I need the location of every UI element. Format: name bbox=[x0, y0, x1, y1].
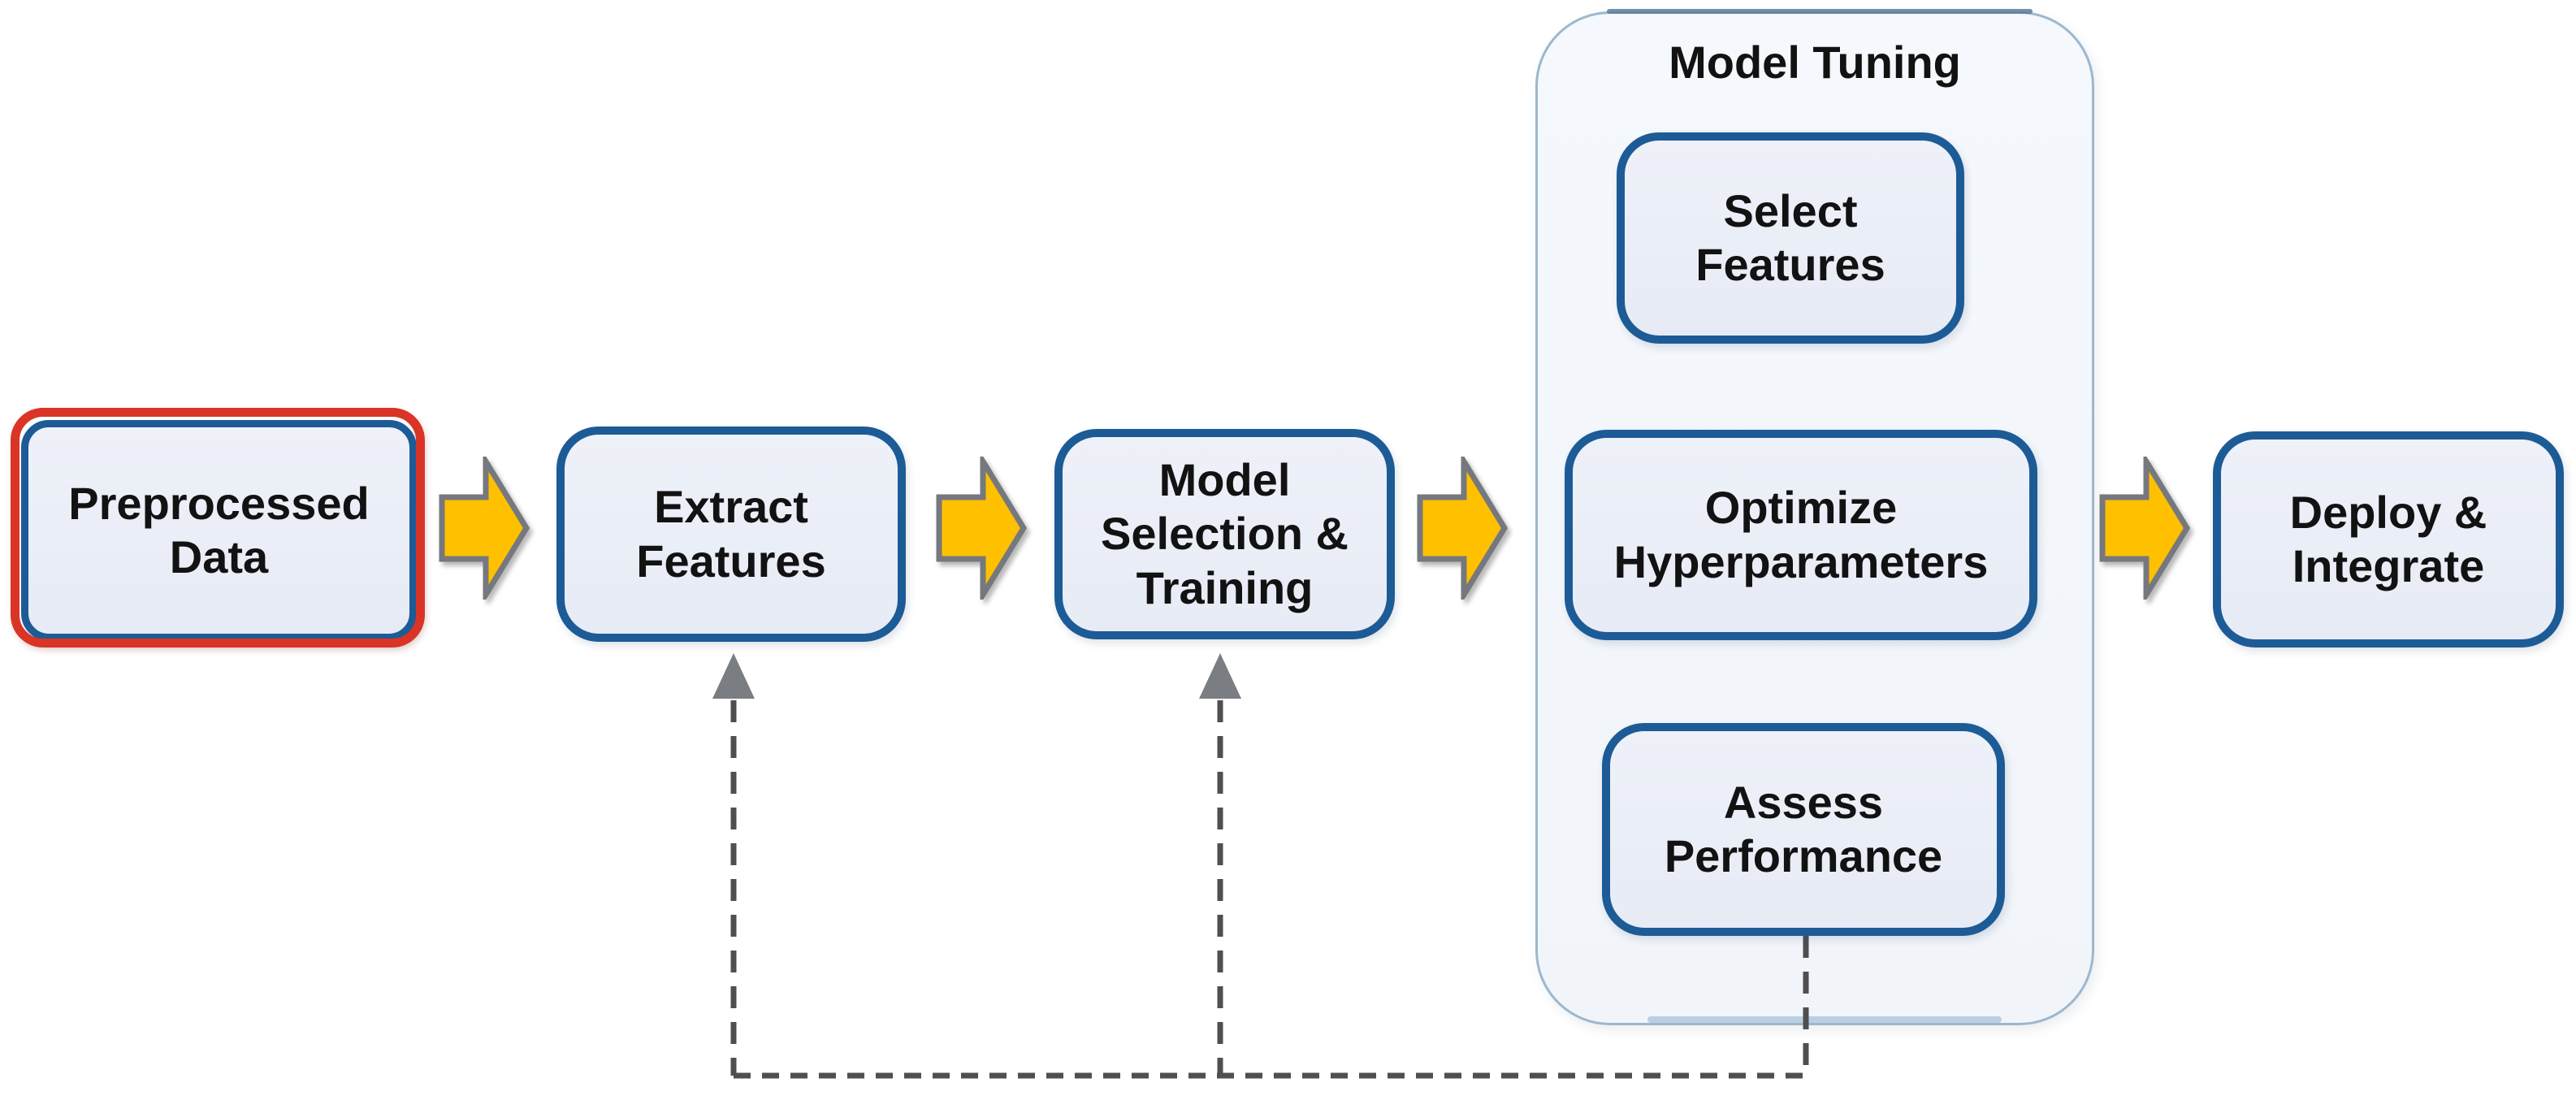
model-tuning-bottom-edge bbox=[1647, 1016, 2002, 1023]
node-select-features: Select Features bbox=[1617, 132, 1964, 344]
flow-arrow-4-icon bbox=[2099, 457, 2190, 600]
flow-arrow-3-icon bbox=[1417, 457, 1508, 600]
node-optimize-hyperparameters: Optimize Hyperparameters bbox=[1565, 430, 2037, 640]
node-extract-features-label: Extract Features bbox=[636, 481, 826, 587]
feedback-arrowhead-extract-features bbox=[712, 653, 755, 699]
node-assess-performance: Assess Performance bbox=[1602, 723, 2005, 936]
node-preprocessed-data: Preprocessed Data bbox=[21, 420, 417, 641]
node-model-selection-training-label: Model Selection & Training bbox=[1101, 454, 1349, 613]
node-deploy-integrate: Deploy & Integrate bbox=[2213, 431, 2564, 647]
model-tuning-title: Model Tuning bbox=[1669, 37, 1961, 88]
node-select-features-label: Select Features bbox=[1695, 184, 1885, 290]
node-deploy-integrate-label: Deploy & Integrate bbox=[2289, 486, 2487, 591]
flow-arrow-1-icon bbox=[439, 457, 530, 600]
flow-arrow-2-icon bbox=[936, 457, 1027, 600]
node-optimize-hyperparameters-label: Optimize Hyperparameters bbox=[1613, 482, 1989, 587]
node-model-selection-training: Model Selection & Training bbox=[1054, 429, 1395, 639]
node-preprocessed-data-label: Preprocessed Data bbox=[68, 477, 370, 582]
highlight-box-icon bbox=[11, 408, 425, 647]
model-tuning-top-edge bbox=[1607, 9, 2033, 14]
node-extract-features: Extract Features bbox=[556, 427, 906, 642]
node-assess-performance-label: Assess Performance bbox=[1664, 776, 1943, 881]
feedback-arrowhead-model-selection bbox=[1199, 653, 1241, 699]
